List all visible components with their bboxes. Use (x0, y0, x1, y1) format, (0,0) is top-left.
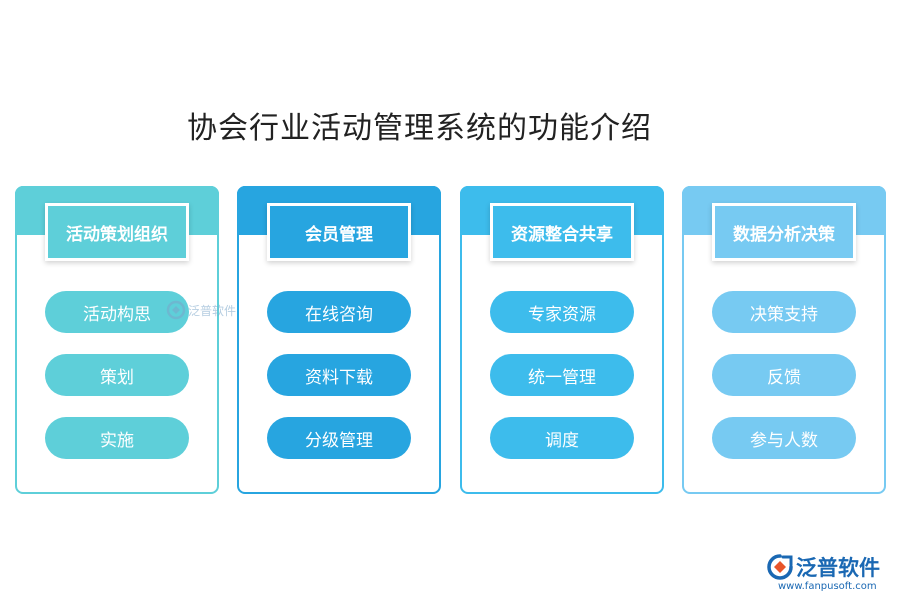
column-card-activity-planning: 活动策划组织 活动构思 策划 实施 (15, 186, 219, 494)
watermark-text: 泛普软件 (188, 303, 237, 318)
card-header-label: 资源整合共享 (493, 206, 631, 258)
function-item: 决策支持 (712, 291, 856, 333)
card-header: 会员管理 (267, 203, 411, 261)
card-header-label: 会员管理 (270, 206, 408, 258)
function-item: 统一管理 (490, 354, 634, 396)
column-card-resource-sharing: 资源整合共享 专家资源 统一管理 调度 (460, 186, 664, 494)
function-item: 专家资源 (490, 291, 634, 333)
brand-name: 泛普软件 (796, 556, 880, 580)
card-header-label: 数据分析决策 (715, 206, 853, 258)
function-item: 资料下载 (267, 354, 411, 396)
brand-url: www.fanpusoft.com (778, 581, 877, 592)
card-header: 数据分析决策 (712, 203, 856, 261)
function-item: 参与人数 (712, 417, 856, 459)
function-item: 策划 (45, 354, 189, 396)
fanpu-logo-icon (767, 554, 793, 580)
function-item: 实施 (45, 417, 189, 459)
card-header: 活动策划组织 (45, 203, 189, 261)
column-card-data-analysis: 数据分析决策 决策支持 反馈 参与人数 (682, 186, 886, 494)
card-header-label: 活动策划组织 (48, 206, 186, 258)
function-item: 反馈 (712, 354, 856, 396)
watermark: 泛普软件 (166, 300, 236, 320)
page-title: 协会行业活动管理系统的功能介绍 (187, 111, 652, 146)
function-item: 在线咨询 (267, 291, 411, 333)
fanpu-logo-icon (166, 300, 186, 320)
card-header: 资源整合共享 (490, 203, 634, 261)
function-item: 调度 (490, 417, 634, 459)
brand-logo: 泛普软件 www.fanpusoft.com (766, 552, 894, 596)
column-card-member-management: 会员管理 在线咨询 资料下载 分级管理 (237, 186, 441, 494)
function-item: 分级管理 (267, 417, 411, 459)
function-item: 活动构思 (45, 291, 189, 333)
